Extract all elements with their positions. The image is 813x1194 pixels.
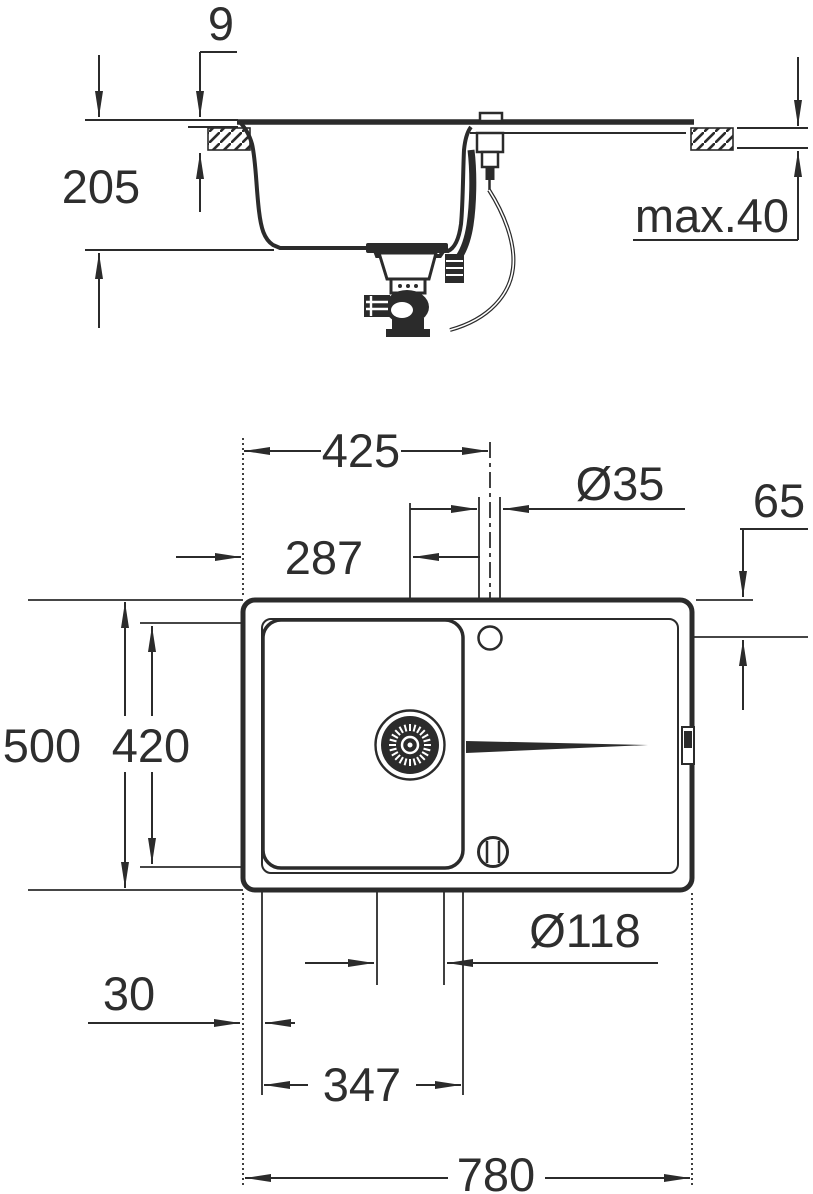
overflow-slot	[681, 726, 695, 765]
dim-overall-width: 780	[245, 1148, 690, 1194]
inner-depth-label: 420	[112, 719, 190, 772]
drainer-groove	[466, 741, 648, 753]
overall-depth-label: 500	[3, 719, 81, 772]
drain-from-left-label: 287	[285, 531, 363, 584]
countertop-hatch-right	[690, 127, 734, 151]
dim-drain-from-left: 287	[176, 531, 480, 584]
bowl-depth-label: 205	[62, 160, 140, 213]
dim-faucet-from-top: 65	[739, 474, 808, 710]
counter-max-label: max.40	[635, 189, 789, 242]
dim-rim-width: 30	[88, 967, 295, 1027]
dim-counter-thickness: max.40	[633, 57, 802, 242]
side-section-view: 9 205 max.40	[62, 0, 808, 337]
faucet-from-left-label: 425	[322, 424, 400, 477]
popup-knob	[477, 836, 509, 868]
dim-faucet-from-left: 425	[244, 424, 488, 477]
dim-bowl-depth: 205	[62, 55, 140, 328]
faucet-hole	[477, 625, 503, 651]
dim-overall-depth: 500	[3, 602, 129, 888]
popup-rod-assembly	[475, 131, 505, 190]
dim-drain-diameter: Ø118	[305, 904, 658, 967]
deck-knob	[478, 111, 504, 123]
dim-faucet-diameter: Ø35	[410, 457, 685, 513]
drain-trap-assembly	[364, 243, 464, 337]
overall-width-label: 780	[457, 1148, 535, 1194]
sink-bowl-profile	[238, 120, 473, 258]
drain-diameter-label: Ø118	[529, 904, 641, 957]
bowl-width-label: 347	[323, 1058, 401, 1111]
dim-bowl-width: 347	[264, 1058, 461, 1111]
faucet-from-top-label: 65	[753, 474, 805, 527]
drain-strainer	[374, 709, 446, 781]
bowl-outline	[261, 618, 465, 870]
plan-view: 425 Ø35 65 287 500	[3, 424, 808, 1194]
rim-width-label: 30	[103, 967, 155, 1020]
overflow-pipe	[456, 149, 477, 259]
popup-cable	[449, 188, 516, 332]
dim-inner-depth: 420	[112, 626, 190, 864]
dim-rim-height: 9	[196, 0, 237, 212]
rim-height-label: 9	[208, 0, 234, 50]
faucet-diameter-label: Ø35	[576, 457, 665, 510]
countertop-hatch-left	[207, 127, 251, 151]
